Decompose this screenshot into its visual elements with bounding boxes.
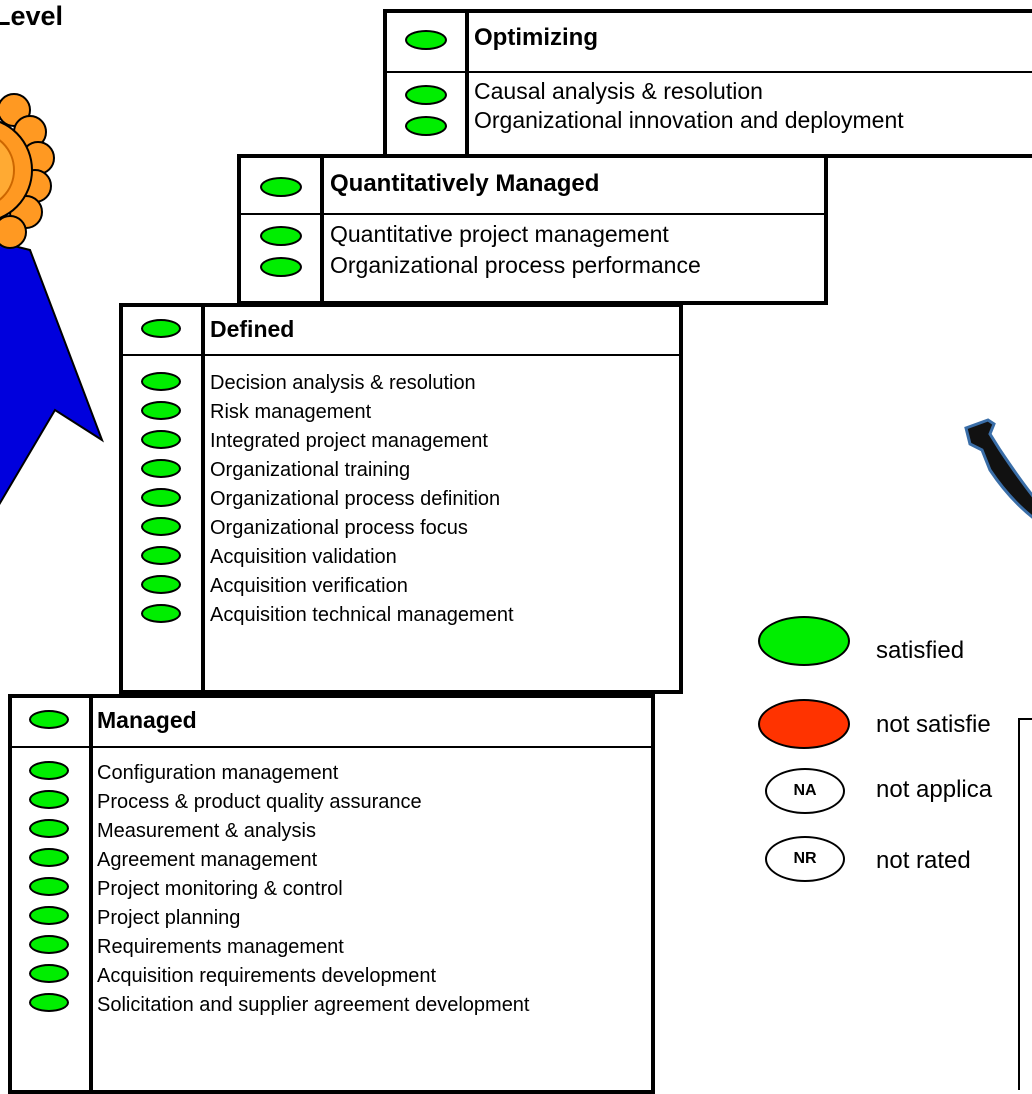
item-status-indicator xyxy=(141,546,181,565)
list-item: Project monitoring & control xyxy=(97,878,343,900)
level-managed: Managed Configuration management Process… xyxy=(8,694,655,1094)
level-divider xyxy=(201,307,205,690)
list-item: Acquisition validation xyxy=(210,546,397,568)
item-status-indicator xyxy=(29,761,69,780)
level-title: Optimizing xyxy=(474,24,598,51)
item-status-indicator xyxy=(260,257,302,277)
level-status-indicator xyxy=(405,30,447,50)
level-status-indicator xyxy=(260,177,302,197)
list-item: Acquisition technical management xyxy=(210,604,514,626)
level-title: Managed xyxy=(97,707,197,733)
list-item: Acquisition verification xyxy=(210,575,408,597)
level-status-indicator xyxy=(29,710,69,729)
item-status-indicator xyxy=(405,116,447,136)
item-status-indicator xyxy=(141,459,181,478)
header-rule xyxy=(387,71,1032,73)
item-status-indicator xyxy=(141,372,181,391)
list-item: Project planning xyxy=(97,907,241,929)
level-quantitatively-managed: Quantitatively Managed Quantitative proj… xyxy=(237,154,828,305)
header-rule xyxy=(123,354,679,356)
item-status-indicator xyxy=(29,906,69,925)
legend-not-applicable-label: not applica xyxy=(876,776,993,803)
page-title: Level xyxy=(0,1,64,31)
item-status-indicator xyxy=(141,575,181,594)
legend-satisfied-label: satisfied xyxy=(876,637,965,664)
legend-badge: NR xyxy=(793,850,817,867)
list-item: Quantitative project management xyxy=(330,221,669,247)
item-status-indicator xyxy=(29,848,69,867)
list-item: Organizational training xyxy=(210,459,411,481)
header-rule xyxy=(12,746,651,748)
list-item: Solicitation and supplier agreement deve… xyxy=(97,994,530,1016)
list-item: Requirements management xyxy=(97,936,344,958)
item-status-indicator xyxy=(141,430,181,449)
list-item: Acquisition requirements development xyxy=(97,965,437,987)
item-status-indicator xyxy=(29,993,69,1012)
list-item: Organizational innovation and deployment xyxy=(474,107,904,133)
level-status-indicator xyxy=(141,319,181,338)
list-item: Agreement management xyxy=(97,849,318,871)
item-status-indicator xyxy=(141,488,181,507)
item-status-indicator xyxy=(141,517,181,536)
item-status-indicator xyxy=(29,935,69,954)
list-item: Risk management xyxy=(210,401,372,423)
list-item: Causal analysis & resolution xyxy=(474,78,763,104)
legend-not-satisfied-swatch xyxy=(758,699,850,749)
level-title: Defined xyxy=(210,316,295,342)
list-item: Configuration management xyxy=(97,762,339,784)
level-divider xyxy=(465,13,469,154)
level-defined: Defined Decision analysis & resolution R… xyxy=(119,303,683,694)
level-divider xyxy=(320,158,324,301)
item-status-indicator xyxy=(141,604,181,623)
legend-not-satisfied-label: not satisfie xyxy=(876,711,991,738)
list-item: Organizational process performance xyxy=(330,252,701,278)
item-status-indicator xyxy=(29,819,69,838)
legend-not-applicable-swatch: NA xyxy=(765,768,845,814)
list-item: Decision analysis & resolution xyxy=(210,372,476,394)
list-item: Organizational process definition xyxy=(210,488,501,510)
right-frame xyxy=(1018,718,1032,1090)
header-rule xyxy=(241,213,824,215)
item-status-indicator xyxy=(29,790,69,809)
item-status-indicator xyxy=(29,964,69,983)
legend-not-rated-label: not rated xyxy=(876,847,971,874)
legend-badge: NA xyxy=(793,782,817,799)
level-divider xyxy=(89,698,93,1090)
list-item: Measurement & analysis xyxy=(97,820,316,842)
item-status-indicator xyxy=(260,226,302,246)
legend-satisfied-swatch xyxy=(758,616,850,666)
level-optimizing: Optimizing Causal analysis & resolution … xyxy=(383,9,1032,158)
item-status-indicator xyxy=(405,85,447,105)
level-title: Quantitatively Managed xyxy=(330,170,600,197)
legend-not-rated-swatch: NR xyxy=(765,836,845,882)
item-status-indicator xyxy=(29,877,69,896)
item-status-indicator xyxy=(141,401,181,420)
list-item: Process & product quality assurance xyxy=(97,791,422,813)
list-item: Integrated project management xyxy=(210,430,488,452)
list-item: Organizational process focus xyxy=(210,517,468,539)
